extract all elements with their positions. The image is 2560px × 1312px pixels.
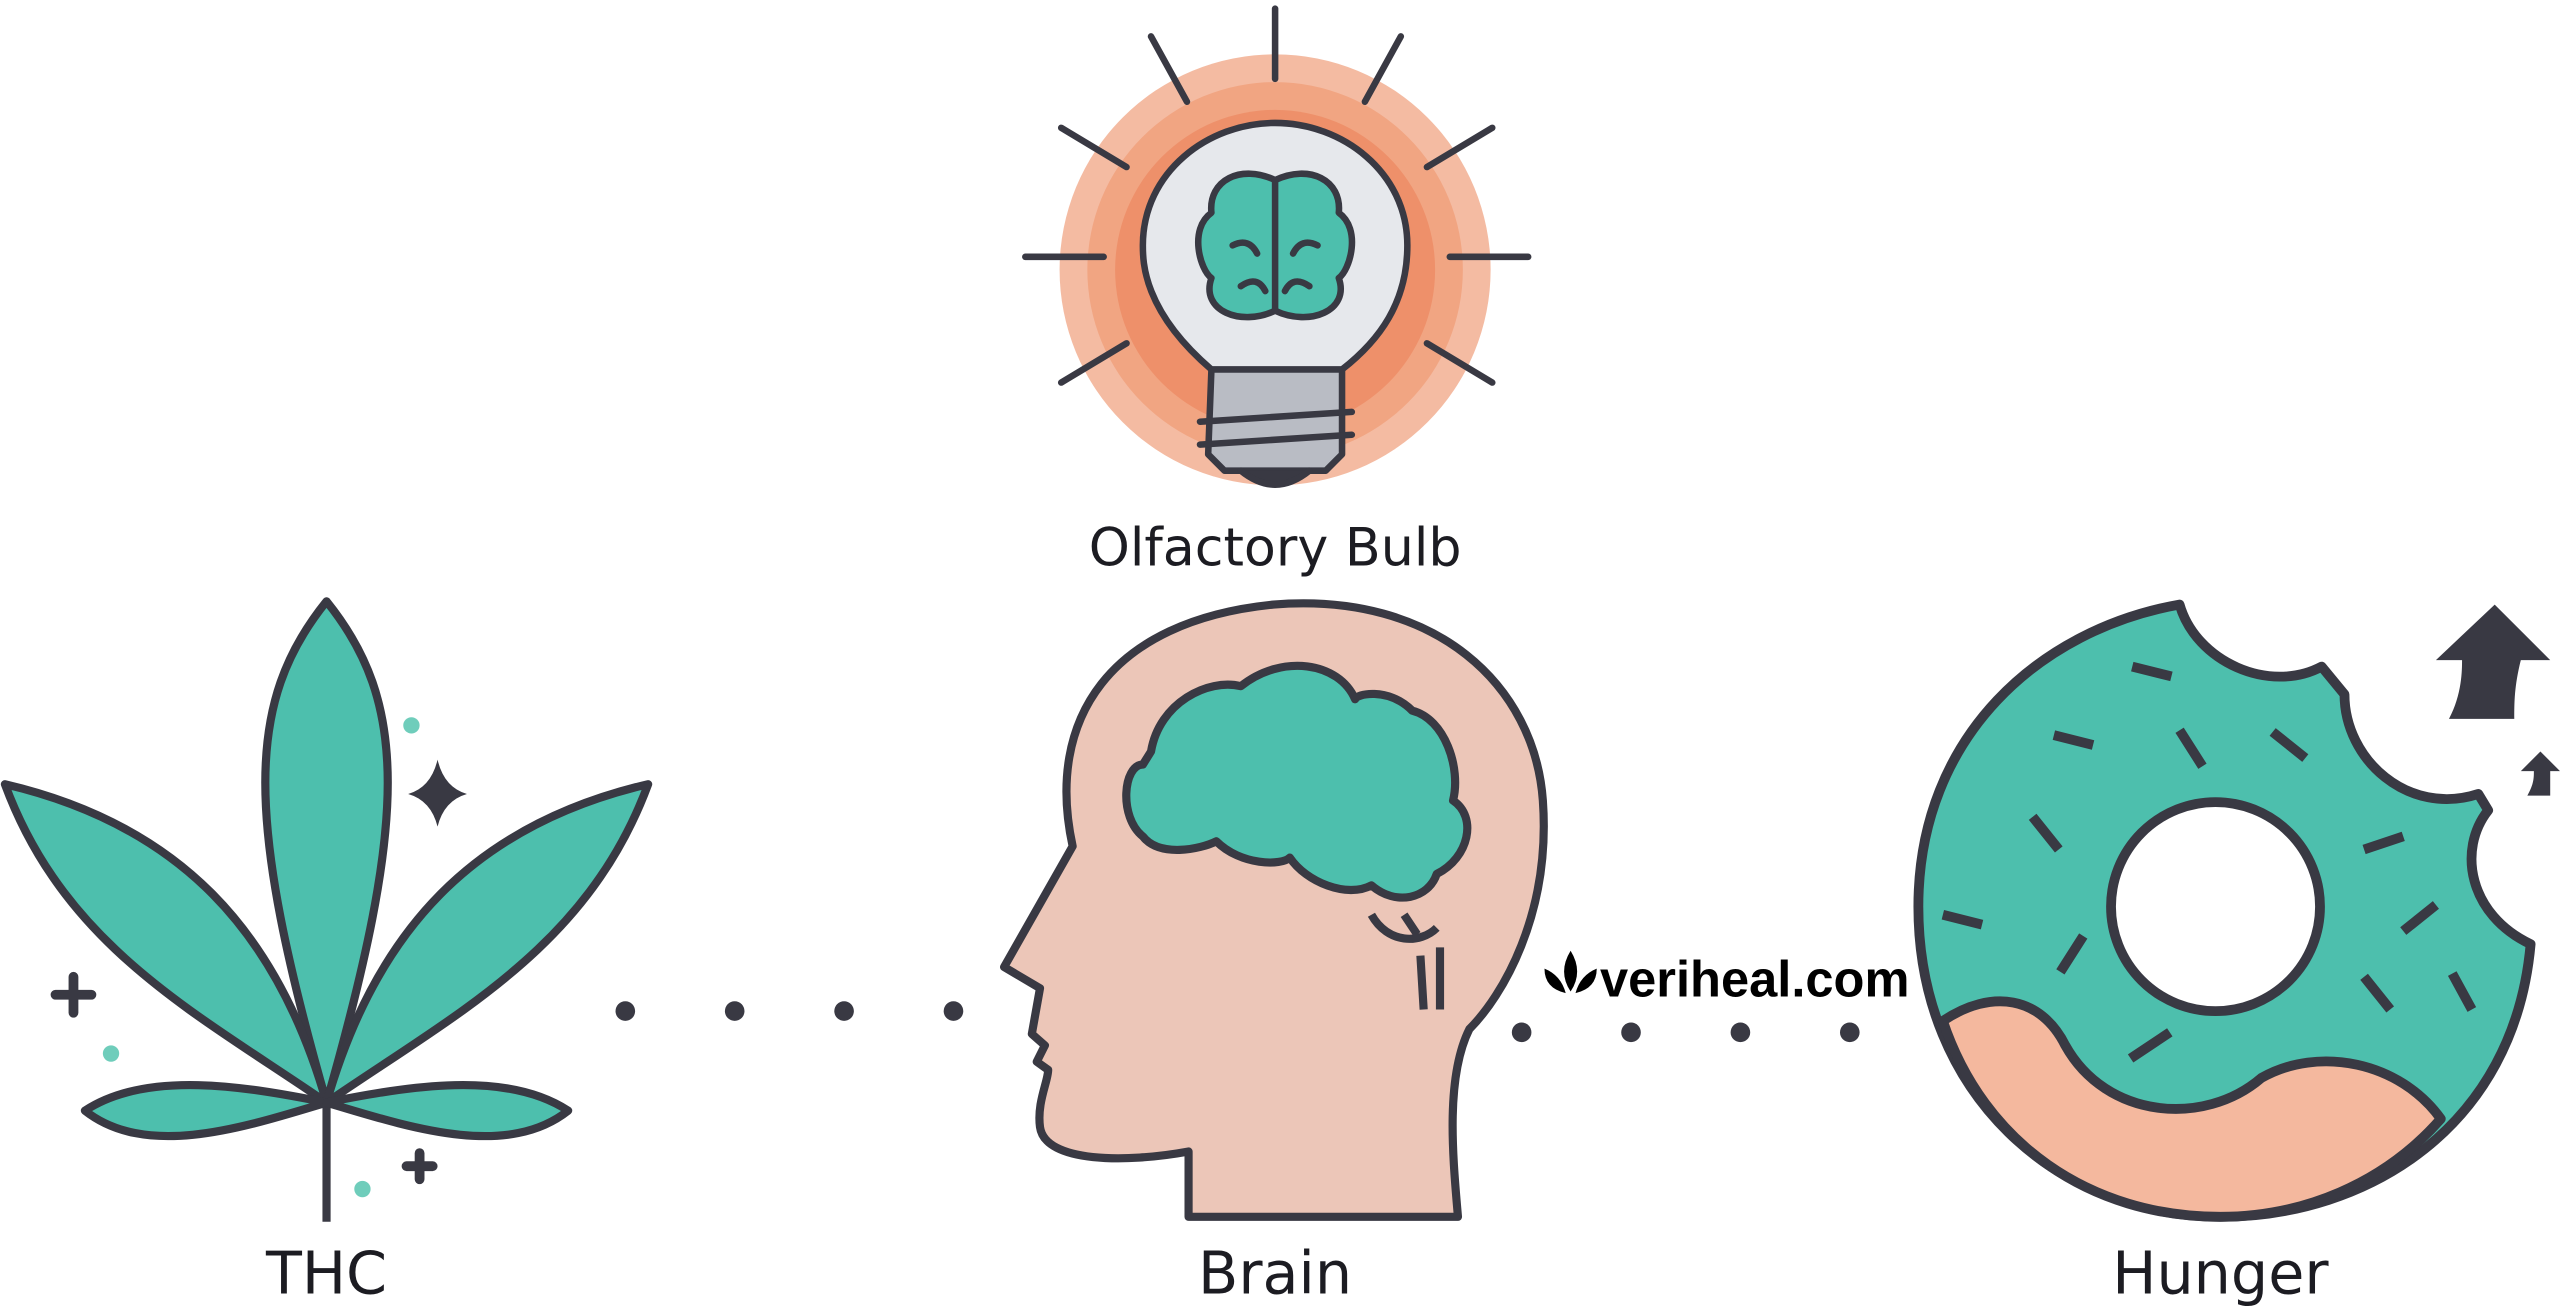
- light-bulb-brain-icon: [1022, 5, 1532, 488]
- hunger-label: Hunger: [2112, 1239, 2329, 1308]
- bulb-label: Olfactory Bulb: [1089, 518, 1462, 578]
- thc-label: THC: [265, 1239, 387, 1308]
- veriheal-logo: veriheal.com: [1544, 950, 1909, 1007]
- dotted-connector-left: [615, 1001, 964, 1021]
- dotted-connector-right: [1511, 1022, 1860, 1043]
- arrow-up-icon: [2435, 604, 2560, 796]
- brain-label: Brain: [1198, 1239, 1352, 1308]
- sparkle-icon: [50, 717, 467, 1198]
- cannabis-leaf-icon: [0, 597, 653, 1222]
- watermark-text: veriheal.com: [1600, 950, 1909, 1007]
- head-brain-icon: [1000, 599, 1548, 1221]
- donut-icon: [1913, 599, 2536, 1222]
